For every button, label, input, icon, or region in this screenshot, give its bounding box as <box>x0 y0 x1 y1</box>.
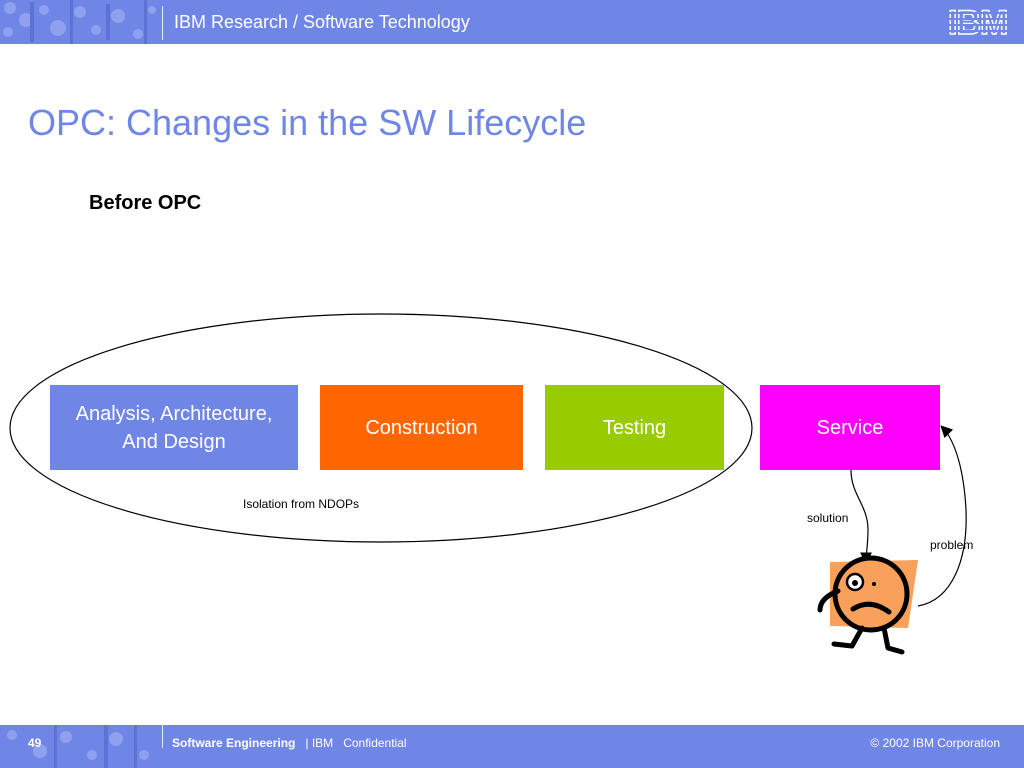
footer-copyright: © 2002 IBM Corporation <box>870 736 1000 750</box>
svg-text:IBM: IBM <box>948 4 1007 38</box>
slide-title: OPC: Changes in the SW Lifecycle <box>28 102 587 143</box>
page-number: 49 <box>28 736 42 750</box>
analysis-label-line2: And Design <box>122 430 226 453</box>
solution-label: solution <box>807 511 849 525</box>
footer-bar: 49 Software Engineering | IBM Confidenti… <box>0 725 1024 768</box>
header-decoration <box>3 0 156 44</box>
isolation-label: Isolation from NDOPs <box>243 497 360 511</box>
footer-separator <box>162 725 163 748</box>
problem-label: problem <box>930 538 974 552</box>
footer-confidential: Confidential <box>343 736 407 750</box>
footer-company: | IBM <box>305 736 334 750</box>
footer-info: Software Engineering | IBM Confidential <box>172 736 407 750</box>
analysis-label-line1: Analysis, Architecture, <box>75 402 273 425</box>
header-title: IBM Research / Software Technology <box>174 12 470 32</box>
analysis-box: Analysis, Architecture, And Design <box>50 385 298 470</box>
construction-label: Construction <box>365 416 478 439</box>
problem-arrow <box>917 425 967 607</box>
worried-character-icon <box>817 555 918 655</box>
ibm-logo: IBM <box>946 4 1016 38</box>
footer-department: Software Engineering <box>172 736 296 750</box>
service-label: Service <box>816 416 884 439</box>
header-separator <box>162 6 163 40</box>
slide-subtitle: Before OPC <box>89 192 202 214</box>
header-bar: IBM Research / Software Technology IBM <box>0 0 1024 44</box>
service-box: Service <box>760 385 940 470</box>
testing-label: Testing <box>602 416 667 439</box>
solution-arrow <box>850 469 873 565</box>
testing-box: Testing <box>545 385 724 470</box>
construction-box: Construction <box>320 385 523 470</box>
footer-decoration <box>7 725 149 768</box>
isolation-ellipse <box>9 313 753 543</box>
